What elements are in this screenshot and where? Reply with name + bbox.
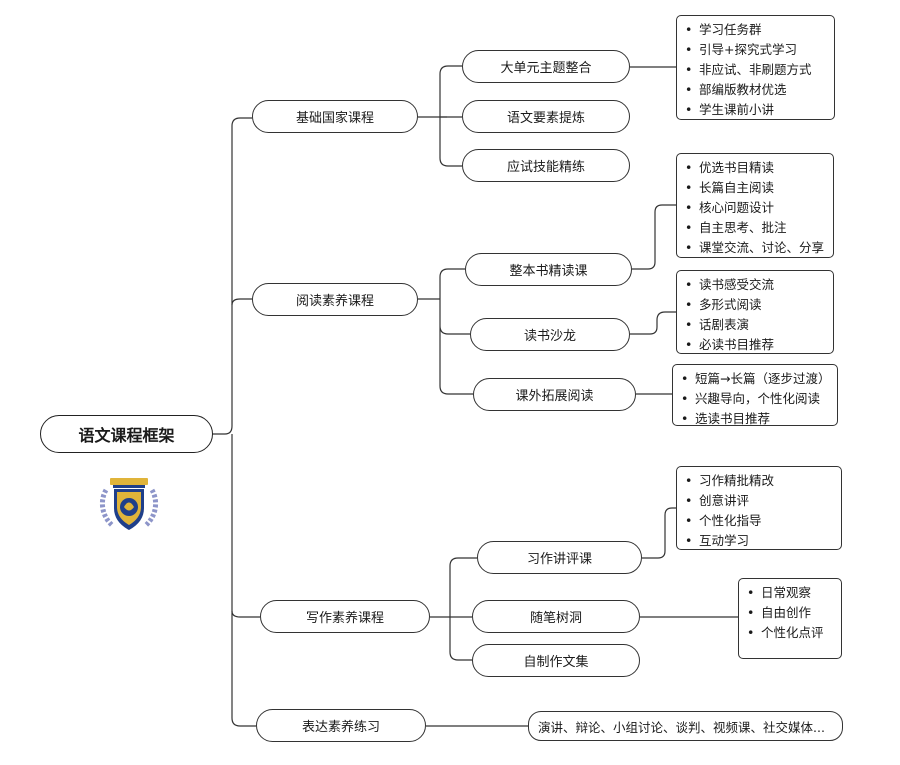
school-logo xyxy=(99,478,159,530)
list-item: 日常观察 xyxy=(747,583,833,603)
list-item: 互动学习 xyxy=(685,531,833,551)
list-item: 学习任务群 xyxy=(685,20,826,40)
connector-salon-details xyxy=(630,311,676,335)
node-whole-book-reading[interactable]: 整本书精读课 xyxy=(465,253,632,286)
expression-practice-summary: 演讲、辩论、小组讨论、谈判、视频课、社交媒体... xyxy=(538,719,825,735)
branch-writing-course-label: 写作素养课程 xyxy=(305,611,384,626)
list-item: 核心问题设计 xyxy=(685,198,825,218)
branch-writing-course[interactable]: 写作素养课程 xyxy=(260,600,430,633)
branch-reading-course[interactable]: 阅读素养课程 xyxy=(252,283,418,316)
connector-writing-children xyxy=(430,557,477,661)
root-node[interactable]: 语文课程框架 xyxy=(40,415,213,453)
branch-basic-course[interactable]: 基础国家课程 xyxy=(252,100,418,133)
node-exam-skills[interactable]: 应试技能精练 xyxy=(462,149,630,182)
node-unit-theme[interactable]: 大单元主题整合 xyxy=(462,50,630,83)
connector-wholebook-details xyxy=(632,204,676,270)
list-item: 个性化指导 xyxy=(685,511,833,531)
list-item: 非应试、非刷题方式 xyxy=(685,60,826,80)
node-self-made-collection[interactable]: 自制作文集 xyxy=(472,644,640,677)
list-item: 引导+探究式学习 xyxy=(685,40,826,60)
connector-root-writing xyxy=(231,610,260,618)
branch-basic-course-label: 基础国家课程 xyxy=(295,111,374,126)
list-item: 长篇自主阅读 xyxy=(685,178,825,198)
connector-reading-children xyxy=(418,268,473,395)
root-label: 语文课程框架 xyxy=(78,426,175,445)
details-essay-review: 习作精批精改 创意讲评 个性化指导 互动学习 xyxy=(676,466,842,550)
node-reading-salon[interactable]: 读书沙龙 xyxy=(470,318,630,351)
list-item: 学生课前小讲 xyxy=(685,100,826,120)
node-essay-review[interactable]: 习作讲评课 xyxy=(477,541,642,574)
connector-basic-children xyxy=(418,65,462,167)
branch-reading-course-label: 阅读素养课程 xyxy=(295,294,374,309)
connector-root-trunk xyxy=(212,117,256,727)
details-expression-practice: 演讲、辩论、小组讨论、谈判、视频课、社交媒体... xyxy=(528,711,843,741)
list-item: 自主思考、批注 xyxy=(685,218,825,238)
node-essay-review-label: 习作讲评课 xyxy=(526,552,592,567)
connector-review-details xyxy=(642,507,676,559)
list-item: 短篇→长篇（逐步过渡） xyxy=(681,369,830,389)
list-item: 多形式阅读 xyxy=(685,295,825,315)
list-item: 部编版教材优选 xyxy=(685,80,826,100)
list-item: 选读书目推荐 xyxy=(681,409,829,429)
node-essay-treehole-label: 随笔树洞 xyxy=(529,611,582,626)
list-item: 兴趣导向，个性化阅读 xyxy=(681,389,829,409)
node-essay-treehole[interactable]: 随笔树洞 xyxy=(472,600,640,633)
node-extended-reading[interactable]: 课外拓展阅读 xyxy=(473,378,636,411)
list-item: 必读书目推荐 xyxy=(685,335,825,355)
node-reading-salon-label: 读书沙龙 xyxy=(523,329,576,344)
connector-root-reading xyxy=(231,298,252,306)
list-item: 创意讲评 xyxy=(685,491,833,511)
node-chinese-elements-label: 语文要素提炼 xyxy=(506,111,585,126)
node-extended-reading-label: 课外拓展阅读 xyxy=(515,389,594,404)
details-whole-book-reading: 优选书目精读 长篇自主阅读 核心问题设计 自主思考、批注 课堂交流、讨论、分享 xyxy=(676,153,834,258)
branch-expression-practice-label: 表达素养练习 xyxy=(301,720,380,735)
node-whole-book-reading-label: 整本书精读课 xyxy=(509,264,588,279)
details-essay-treehole: 日常观察 自由创作 个性化点评 xyxy=(738,578,842,659)
list-item: 优选书目精读 xyxy=(685,158,825,178)
list-item: 读书感受交流 xyxy=(685,275,825,295)
node-chinese-elements[interactable]: 语文要素提炼 xyxy=(462,100,630,133)
details-unit-theme: 学习任务群 引导+探究式学习 非应试、非刷题方式 部编版教材优选 学生课前小讲 xyxy=(676,15,835,120)
node-unit-theme-label: 大单元主题整合 xyxy=(500,61,592,76)
details-reading-salon: 读书感受交流 多形式阅读 话剧表演 必读书目推荐 xyxy=(676,270,834,354)
list-item: 课堂交流、讨论、分享 xyxy=(685,238,825,258)
list-item: 个性化点评 xyxy=(747,623,833,643)
list-item: 话剧表演 xyxy=(685,315,825,335)
node-exam-skills-label: 应试技能精练 xyxy=(506,160,585,175)
list-item: 自由创作 xyxy=(747,603,833,623)
list-item: 习作精批精改 xyxy=(685,471,833,491)
branch-expression-practice[interactable]: 表达素养练习 xyxy=(256,709,426,742)
node-self-made-collection-label: 自制作文集 xyxy=(523,655,589,670)
details-extended-reading: 短篇→长篇（逐步过渡） 兴趣导向，个性化阅读 选读书目推荐 xyxy=(672,364,838,426)
